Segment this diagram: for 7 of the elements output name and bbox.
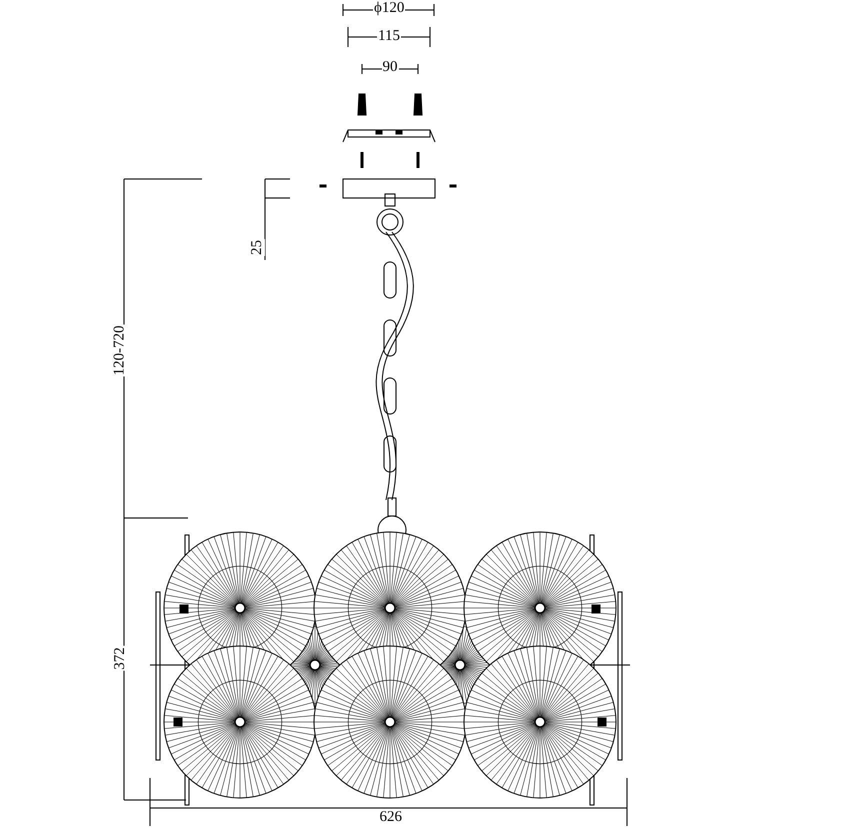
dimension-label: 25	[250, 238, 264, 256]
dimension-label: ϕ120	[373, 0, 406, 16]
dimension-label: 90	[382, 60, 398, 74]
dimension-label: 626	[378, 810, 403, 824]
dimension-label: 115	[377, 28, 401, 44]
dimension-label: 372	[112, 646, 128, 670]
dimension-label: 120-720	[112, 324, 128, 376]
